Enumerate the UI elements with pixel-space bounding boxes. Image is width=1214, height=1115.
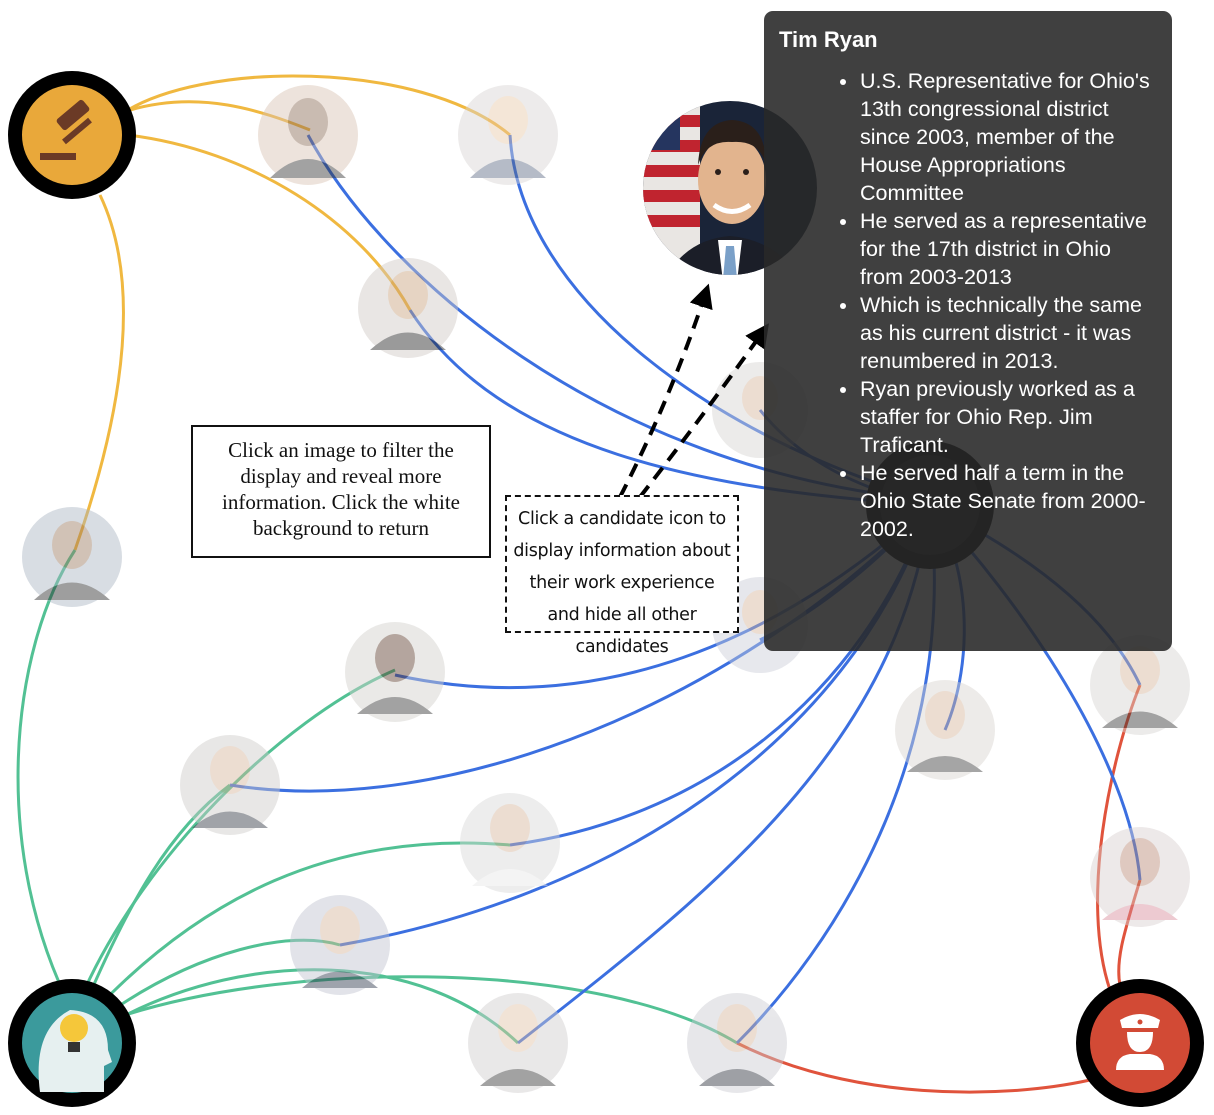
experience-item: U.S. Representative for Ohio's 13th cong… [859,67,1158,207]
legal-category-node[interactable] [8,71,136,199]
candidate-nodes [22,85,1190,1093]
experience-list: U.S. Representative for Ohio's 13th cong… [779,67,1158,543]
ideas-category-node[interactable] [8,979,136,1107]
link-ideas [78,668,396,1001]
gavel-icon [40,99,92,160]
candidate-node[interactable] [345,622,445,722]
candidate-node[interactable] [458,85,558,185]
candidate-info-tooltip: Tim Ryan U.S. Representative for Ohio's … [764,11,1172,651]
candidate-node[interactable] [258,85,358,185]
candidate-node[interactable] [460,793,560,893]
experience-item: Ryan previously worked as a staffer for … [859,375,1158,459]
link-legal [127,133,412,311]
candidate-node[interactable] [1090,635,1190,735]
link-military [1117,879,1142,986]
link-ideas [16,549,77,1011]
candidate-icon-callout: Click a candidate icon to display inform… [505,495,739,657]
link-ideas [119,968,520,1045]
lightbulb-head-icon [38,1010,112,1092]
experience-item: He served as a representative for the 17… [859,207,1158,291]
filter-instructions: Click an image to filter the display and… [191,425,491,558]
candidate-node[interactable] [687,993,787,1093]
candidate-node[interactable] [895,680,995,780]
tooltip-title: Tim Ryan [779,27,878,52]
candidate-node[interactable] [358,258,458,358]
link-legal [119,74,511,137]
link-military [1096,684,1142,991]
candidate-node[interactable] [180,735,280,835]
link-legal [73,194,125,551]
candidate-node[interactable] [1090,827,1190,927]
experience-item: He served half a term in the Ohio State … [859,459,1158,543]
candidate-node[interactable] [468,993,568,1093]
soldier-icon [1116,1014,1164,1070]
link-legal [129,100,311,132]
link-military [736,1041,1091,1094]
candidate-node[interactable] [290,895,390,995]
callout-arrows [618,283,769,499]
link-ideas [83,783,231,1006]
link-ideas [93,841,511,1012]
experience-item: Which is technically the same as his cur… [859,291,1158,375]
candidate-node[interactable] [22,507,122,607]
military-category-node[interactable] [1076,979,1204,1107]
link-ideas [124,975,738,1045]
link-ideas [109,938,341,1014]
